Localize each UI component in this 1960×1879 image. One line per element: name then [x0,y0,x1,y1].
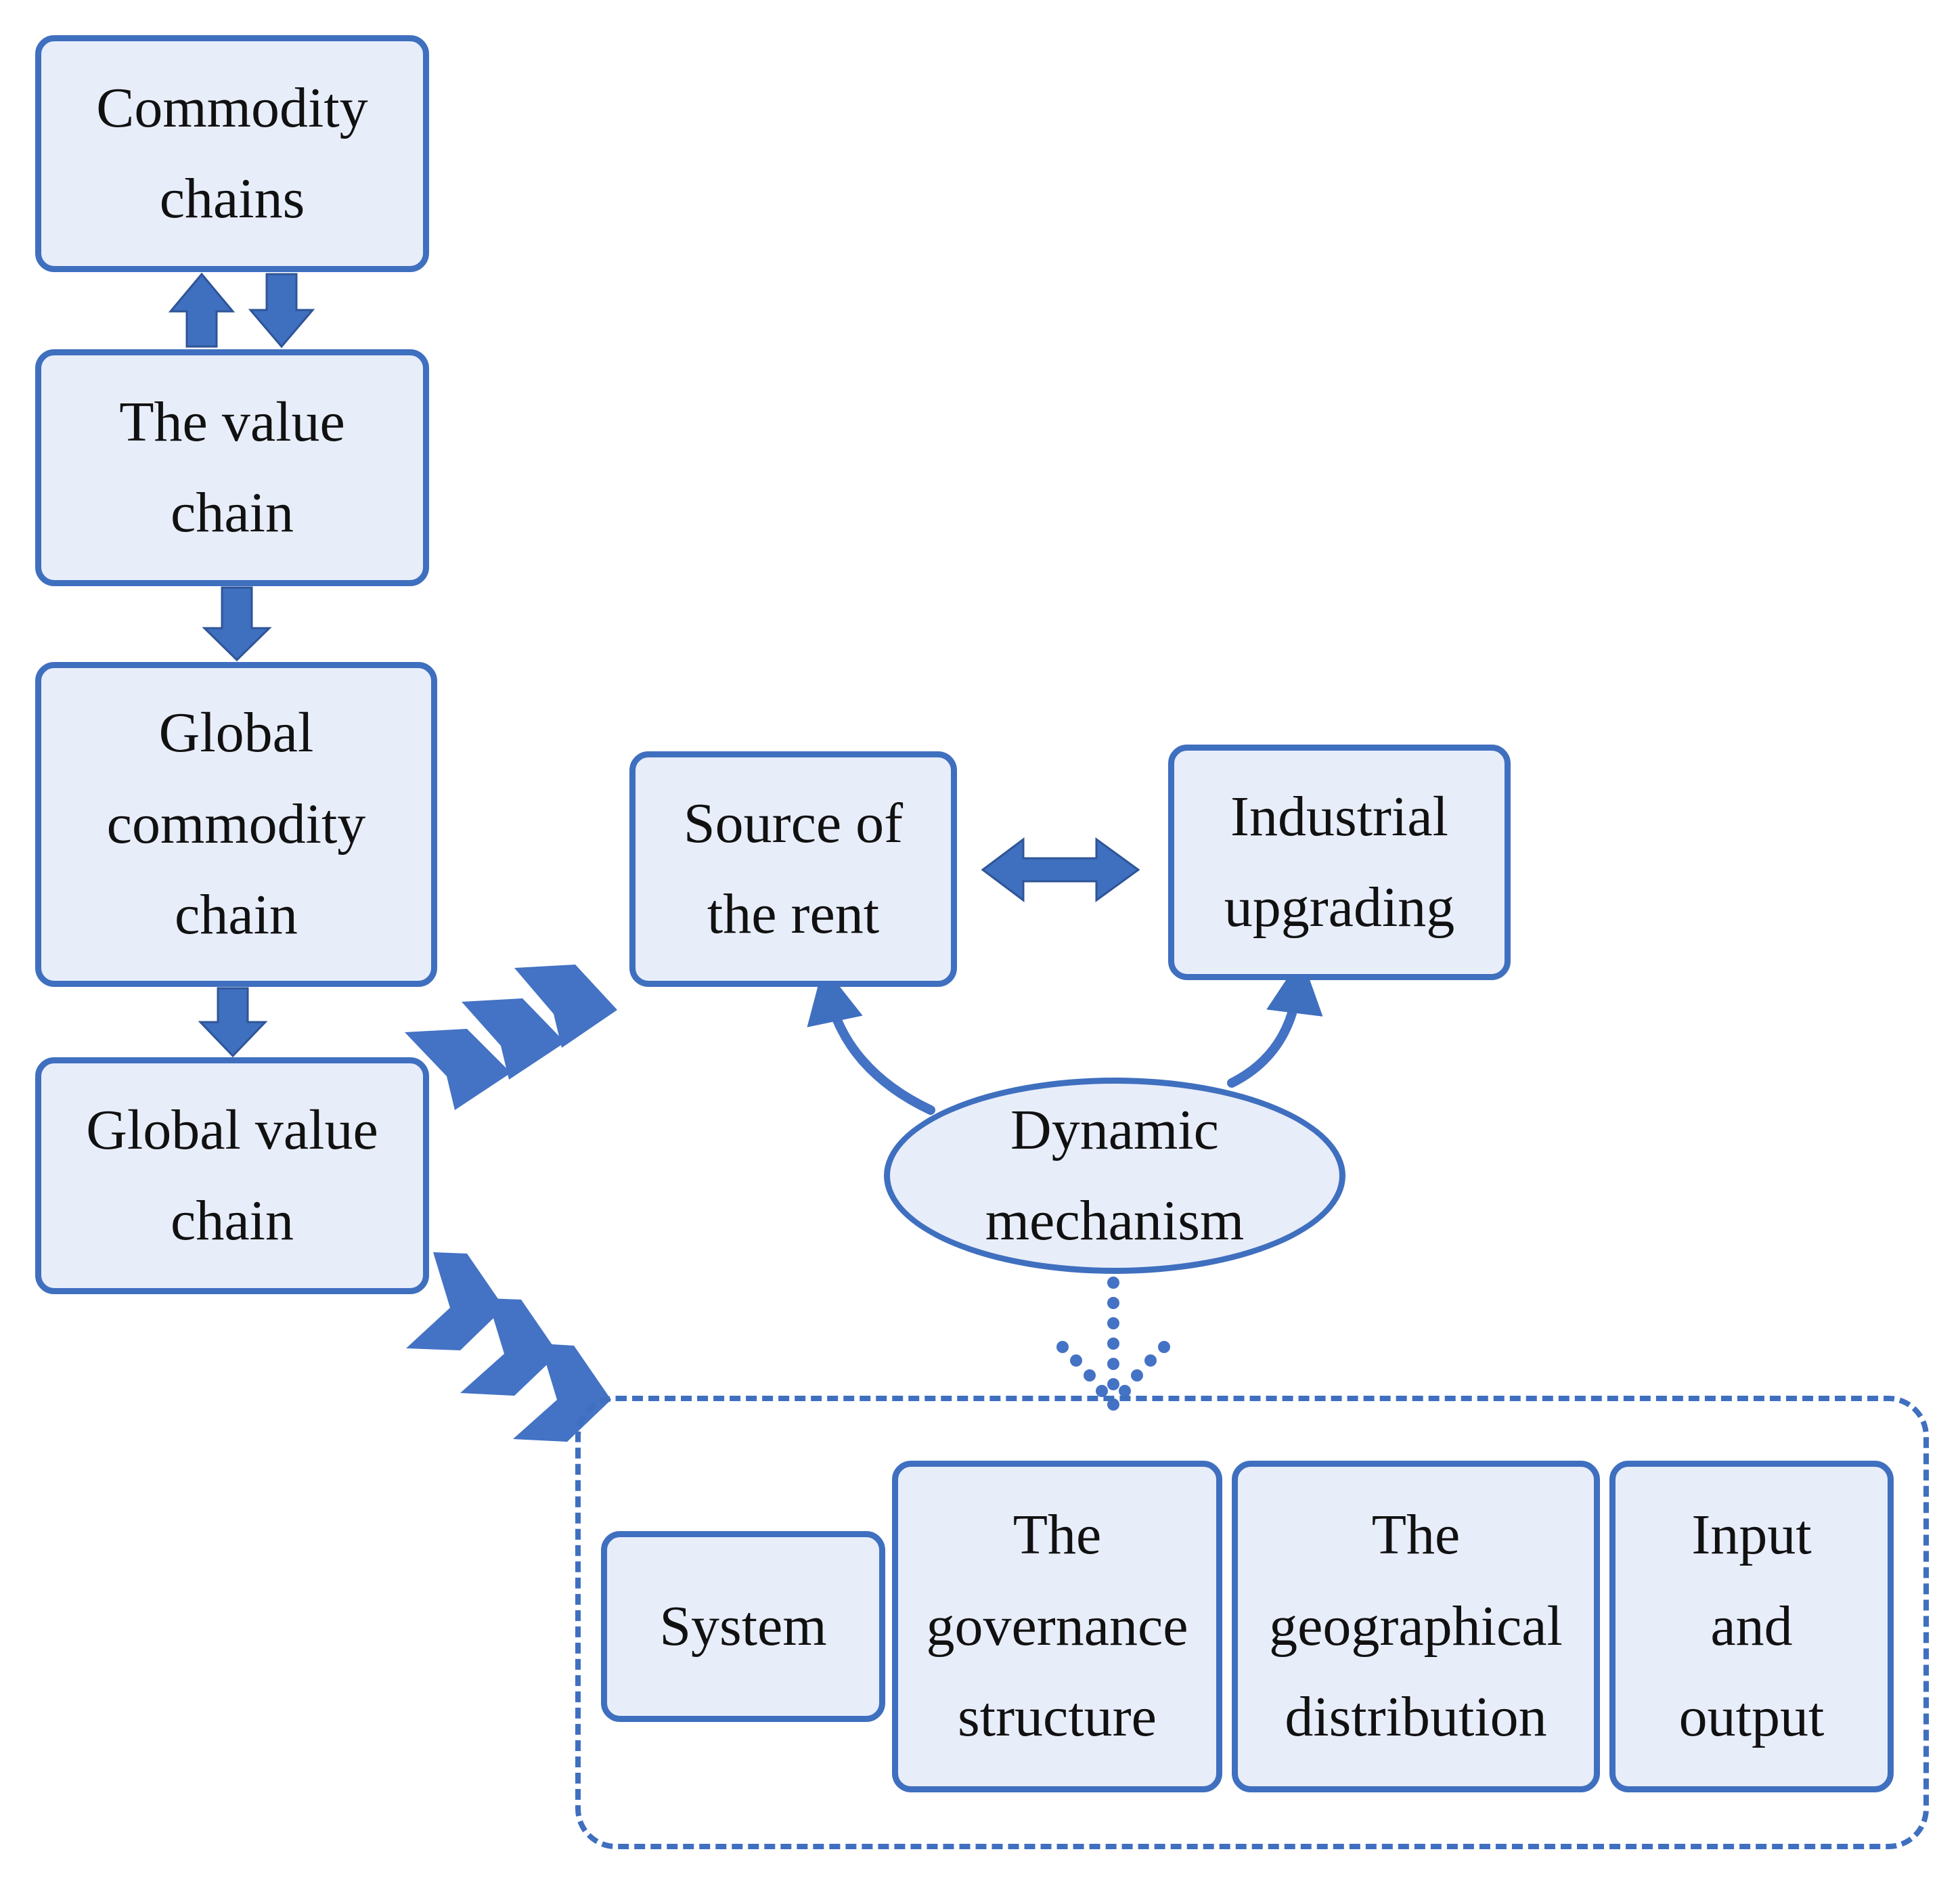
commodity-chains-label: Commodity chains [96,76,368,230]
source-of-rent-box: Source of the rent [629,751,957,987]
commodity-chains-box: Commodity chains [35,35,429,272]
dynamic-mechanism-ellipse: Dynamic mechanism [884,1078,1345,1274]
source-of-rent-label: Source of the rent [683,791,904,946]
input-output-label: Input and output [1678,1503,1825,1749]
input-output-box: Input and output [1609,1461,1894,1792]
arrow-down-icon [198,987,268,1058]
global-value-chain-box: Global value chain [35,1057,429,1294]
curved-arrow-icon [1227,956,1323,1088]
arrow-up-icon [168,272,236,348]
global-commodity-chain-label: Global commodity chain [106,701,366,947]
dynamic-mechanism-label: Dynamic mechanism [985,1098,1245,1252]
arrow-down-icon [248,273,315,349]
value-chain-box: The value chain [35,349,429,586]
system-label: System [659,1594,827,1658]
geographical-distribution-box: The geographical distribution [1232,1461,1600,1792]
global-value-chain-label: Global value chain [86,1098,378,1252]
arrow-down-icon [202,586,272,662]
chevron-arrow-icon [405,965,617,1110]
industrial-upgrading-box: Industrial upgrading [1168,745,1511,980]
governance-structure-box: The governance structure [892,1461,1222,1792]
double-arrow-icon [981,837,1140,902]
industrial-upgrading-label: Industrial upgrading [1224,784,1455,939]
geographical-distribution-label: The geographical distribution [1269,1503,1563,1749]
dimensions-group [575,1396,1929,1849]
curved-arrow-icon [807,965,935,1115]
dotted-arrow-icon [1056,1277,1170,1411]
chevron-arrow-icon [406,1252,611,1442]
value-chain-label: The value chain [119,390,345,544]
governance-structure-label: The governance structure [926,1503,1188,1749]
global-commodity-chain-box: Global commodity chain [35,662,437,987]
system-box: System [601,1531,885,1722]
